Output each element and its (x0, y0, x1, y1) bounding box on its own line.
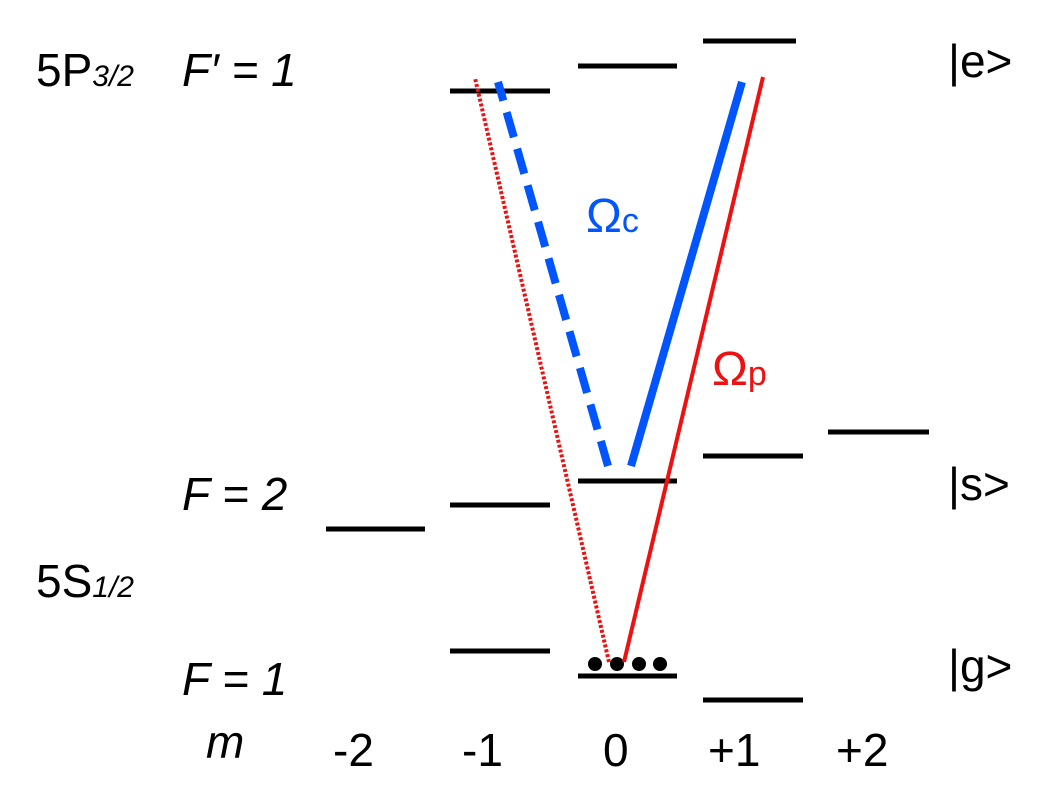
upper-manifold-main: 5P (36, 44, 92, 96)
population-dot (653, 657, 667, 671)
coupling-subscript: c (622, 202, 639, 240)
ket-e-label: |e> (948, 35, 1012, 87)
lower-manifold-label: 5S1/2 (36, 555, 134, 607)
probe-omega-symbol: Ω (712, 343, 748, 396)
upper-manifold-sub: 3/2 (92, 60, 134, 93)
coupling-field-label: Ωc (586, 190, 639, 243)
probe-subscript: p (748, 355, 767, 393)
coupling-solid-transition (627, 80, 746, 468)
population-dot (632, 657, 646, 671)
probe-solid-transition (622, 76, 765, 663)
f1-label: F = 1 (182, 653, 287, 705)
m-value-minus1: -1 (462, 724, 503, 776)
m-value-plus1: +1 (708, 724, 760, 776)
population-dot (610, 657, 624, 671)
coupling-dashed-transition (494, 80, 612, 468)
f2-label: F = 2 (182, 468, 287, 520)
lower-manifold-sub: 1/2 (92, 571, 134, 604)
population-dot (588, 657, 602, 671)
m-axis-label: m (206, 716, 244, 768)
upper-f-label: F′ = 1 (182, 44, 297, 96)
m-value-plus2: +2 (836, 724, 888, 776)
probe-dotted-transition (473, 77, 611, 663)
m-value-0: 0 (603, 724, 629, 776)
upper-manifold-label: 5P3/2 (36, 44, 134, 96)
probe-field-label: Ωp (712, 343, 767, 396)
lower-manifold-main: 5S (36, 555, 92, 607)
ket-s-label: |s> (948, 458, 1010, 510)
ket-g-label: |g> (948, 640, 1012, 692)
coupling-omega-symbol: Ω (586, 190, 622, 243)
population-dots (588, 657, 667, 671)
m-value-minus2: -2 (333, 724, 374, 776)
